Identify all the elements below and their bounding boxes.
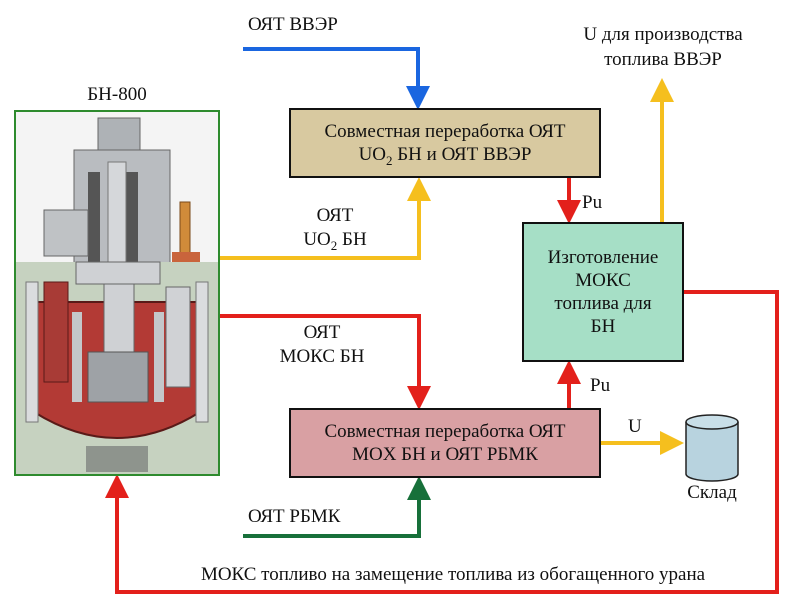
reactor-frame — [14, 110, 220, 476]
reactor-cutaway-icon — [16, 112, 218, 474]
pu-top-label: Pu — [582, 192, 603, 213]
vver-input-label: ОЯТ ВВЭР — [248, 14, 338, 35]
box-mox-line3: топлива для — [554, 293, 652, 314]
storage-label: Склад — [687, 482, 737, 503]
box-top-line1: Совместная переработка ОЯТ — [324, 121, 566, 142]
box-bottom-line2: MOX БН и ОЯТ РБМК — [352, 444, 538, 465]
joint-reprocessing-uo2-vver-box: Совместная переработка ОЯТ UO2 БН и ОЯТ … — [289, 108, 601, 178]
storage-cylinder-icon — [685, 414, 739, 482]
u-output-label-line1: U для производства — [583, 24, 743, 45]
box-mox-line1: Изготовление — [547, 247, 659, 268]
mox-return-arrow — [105, 290, 779, 594]
rbmk-input-label: ОЯТ РБМК — [248, 506, 341, 527]
uo2-bn-label-line1: ОЯТ — [316, 205, 354, 226]
box-bottom-line1: Совместная переработка ОЯТ — [324, 421, 566, 442]
box-top-line2: UO2 БН и ОЯТ ВВЭР — [358, 144, 532, 168]
mox-fabrication-box: Изготовление МОКС топлива для БН — [522, 222, 684, 362]
box-mox-line2: МОКС — [575, 270, 631, 291]
mox-bn-label-line1: ОЯТ — [303, 322, 341, 343]
u-storage-label: U — [628, 416, 642, 437]
pu-bottom-label: Pu — [590, 375, 611, 396]
uo2-bn-arrow — [220, 177, 431, 260]
u-output-label-line2: топлива ВВЭР — [604, 49, 722, 70]
mox-bn-label-line2: МОКС БН — [279, 346, 365, 367]
reactor-title: БН-800 — [87, 84, 147, 105]
joint-reprocessing-mox-rbmk-box: Совместная переработка ОЯТ MOX БН и ОЯТ … — [289, 408, 601, 478]
mox-bn-arrow — [220, 314, 431, 410]
vver-input-arrow — [243, 47, 430, 110]
uo2-bn-label-line2: UO2 БН — [303, 229, 367, 253]
mox-return-label: МОКС топливо на замещение топлива из обо… — [200, 564, 706, 585]
rbmk-input-arrow — [243, 476, 431, 538]
box-mox-line4: БН — [590, 316, 616, 337]
